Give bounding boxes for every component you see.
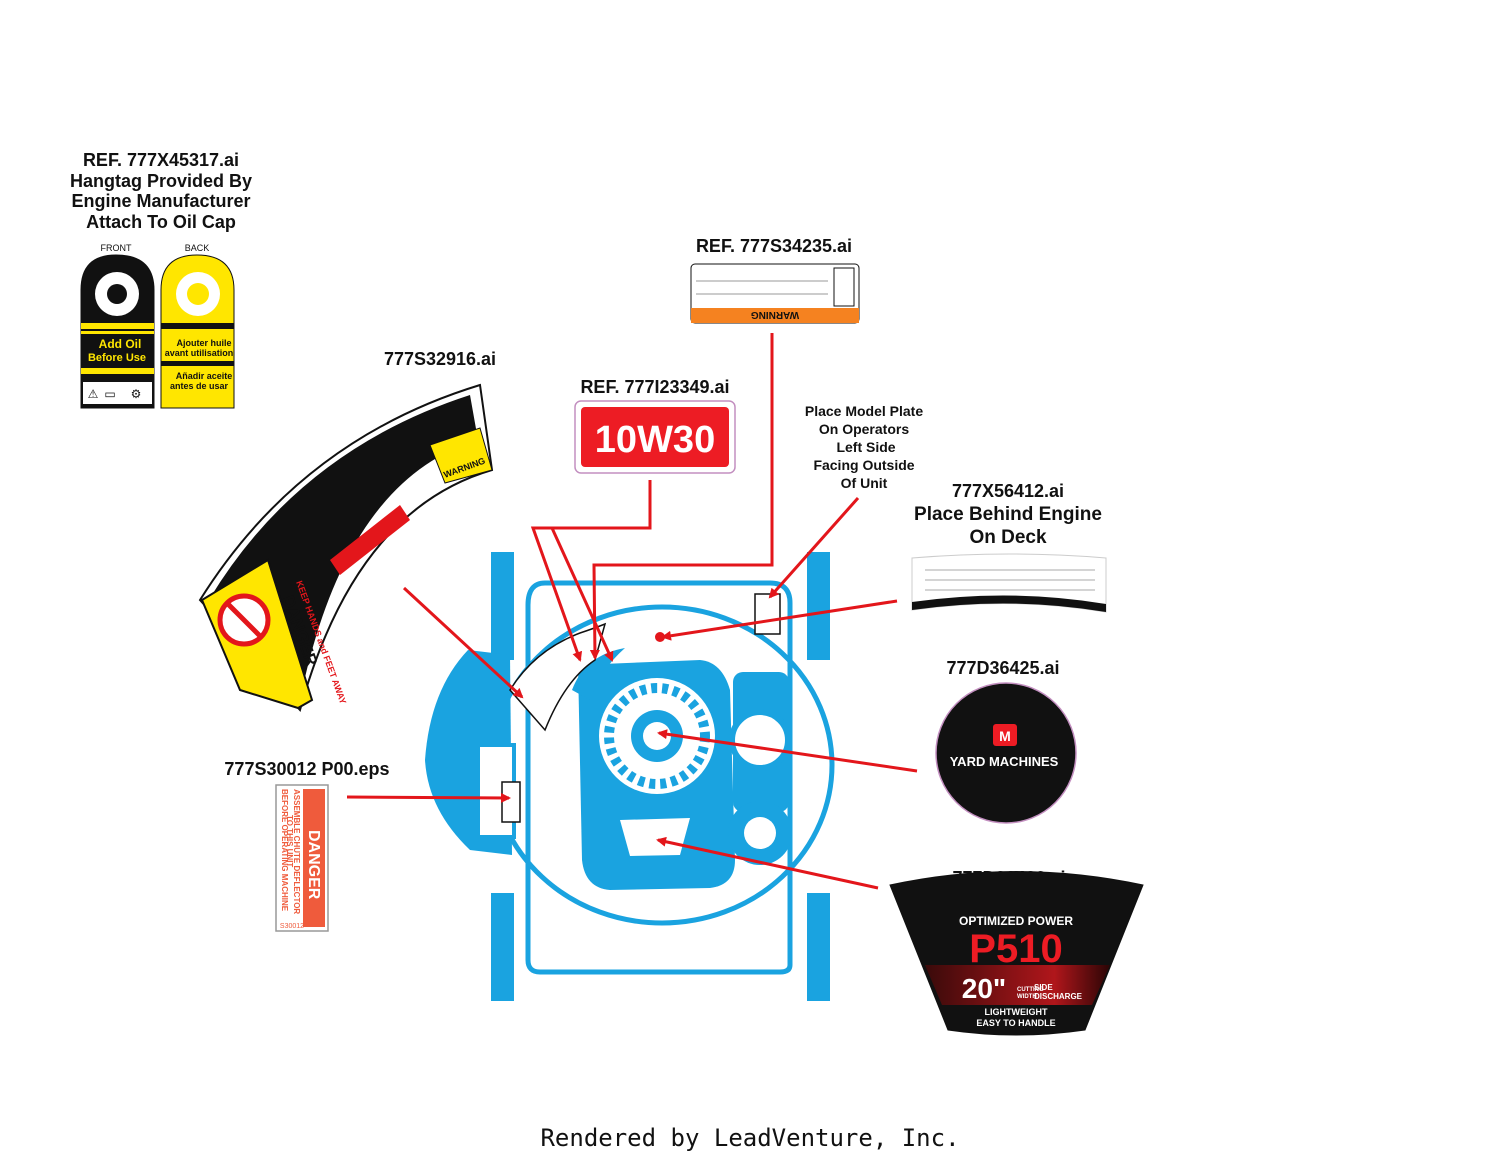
model-line2: On Operators — [819, 421, 909, 437]
hangtag-front-text2: Before Use — [88, 352, 146, 364]
arc-decal-group: 777S32916.ai DANGER KEEP HANDS and FEET … — [198, 349, 496, 713]
arrow-warning — [589, 333, 774, 660]
yardmachines-decal — [935, 682, 1077, 824]
warn-text: WARNING — [751, 309, 800, 320]
arrow-oil-cap — [530, 480, 652, 662]
hangtag-back-label: BACK — [185, 243, 210, 253]
mower-deck — [525, 580, 793, 975]
chute-decal-spot — [501, 781, 521, 823]
arrow-arc — [402, 586, 524, 699]
model-line5: Of Unit — [841, 475, 888, 491]
chute-ref: 777S30012 P00.eps — [224, 759, 389, 779]
p510-cut2: WIDTH — [1017, 994, 1037, 1000]
deck-dot — [655, 632, 665, 642]
chute-code: S30012 — [280, 923, 304, 930]
left-front-wheel — [491, 893, 514, 1001]
ym-ref: 777D36425.ai — [946, 658, 1059, 678]
arrow-p510 — [656, 836, 879, 890]
p510-group: 777D36423.ai OPTIMIZED POWER P510 20" CU… — [889, 868, 1144, 1036]
hangtag-group: REF. 777X45317.ai Hangtag Provided By En… — [70, 150, 252, 409]
ym-text: YARD MACHINES — [950, 754, 1059, 769]
book-icon: ▭ — [104, 387, 115, 401]
hangtag-line1: Hangtag Provided By — [70, 171, 252, 191]
hangtag-ref: REF. 777X45317.ai — [83, 150, 239, 170]
ym-logo-icon — [993, 724, 1017, 746]
muffler — [729, 709, 791, 771]
p510-light1: LIGHTWEIGHT — [985, 1007, 1048, 1017]
gear-icon: ⚙ — [131, 387, 142, 401]
arc-ref: 777S32916.ai — [384, 349, 496, 369]
arrow-model-plate — [768, 497, 860, 599]
deck-line1: Place Behind Engine — [914, 504, 1102, 525]
arrow-yardmachines — [657, 729, 918, 773]
oil-ref: REF. 777I23349.ai — [580, 377, 729, 397]
warn-ref: REF. 777S34235.ai — [696, 236, 852, 256]
p510-side2: DISCHARGE — [1034, 992, 1083, 1001]
arrow-chute — [346, 792, 511, 803]
model-line3: Left Side — [836, 439, 895, 455]
left-rear-wheel — [491, 552, 514, 660]
hangtag-back-text3: Añadir aceite — [176, 371, 233, 381]
chute-decal-group: 777S30012 P00.eps DANGER ASSEMBLE CHUTE … — [224, 759, 390, 932]
hangtag-front-label: FRONT — [101, 243, 132, 253]
hangtag-back-text2: avant utilisation — [165, 348, 234, 358]
right-rear-wheel — [807, 552, 830, 660]
right-front-wheel — [807, 893, 830, 1001]
deck-ref: 777X56412.ai — [952, 481, 1064, 501]
deck-line2: On Deck — [969, 527, 1047, 548]
hangtag-back-text1: Ajouter huile — [176, 338, 231, 348]
p510-cut1: CUTTING — [1017, 987, 1044, 993]
oil-decal-group: REF. 777I23349.ai 10W30 — [574, 377, 736, 474]
model-line1: Place Model Plate — [805, 403, 923, 419]
mower-outline — [425, 552, 835, 1001]
chute-danger-text: DANGER — [305, 830, 322, 900]
arrow-oil-cap-2 — [550, 527, 614, 662]
arrow-deck — [661, 599, 898, 641]
p510-size: 20" — [962, 973, 1006, 1004]
placement-arrows — [346, 333, 918, 890]
p510-model: P510 — [969, 927, 1062, 971]
hangtag-line3: Attach To Oil Cap — [86, 212, 236, 232]
oil-decal — [581, 407, 729, 467]
model-plate-group: Place Model Plate On Operators Left Side… — [805, 403, 923, 491]
chute-line2: TO THIS UNIT — [285, 815, 294, 867]
chute-line1: ASSEMBLE CHUTE DEFLECTOR — [292, 789, 301, 914]
model-plate-spot — [754, 593, 781, 635]
oil-text: 10W30 — [595, 419, 715, 461]
yardmachines-group: 777D36425.ai M YARD MACHINES — [935, 658, 1077, 824]
svg-text:M: M — [999, 728, 1011, 744]
p510-light2: EASY TO HANDLE — [976, 1018, 1055, 1028]
p510-side1: SIDE — [1034, 983, 1053, 992]
warning-icon: ⚠ — [88, 387, 99, 401]
footer-credit: Rendered by LeadVenture, Inc. — [540, 1124, 960, 1152]
hangtag-front-text1: Add Oil — [99, 337, 142, 351]
chute-line3: BEFORE OPERATING MACHINE — [280, 789, 289, 912]
model-line4: Facing Outside — [813, 457, 914, 473]
hangtag-back-text4: antes de usar — [170, 381, 229, 391]
deck-decal-group: 777X56412.ai Place Behind Engine On Deck — [911, 481, 1107, 613]
p510-opt: OPTIMIZED POWER — [959, 914, 1073, 928]
warning-decal-group: REF. 777S34235.ai WARNING — [690, 236, 860, 324]
hangtag-line2: Engine Manufacturer — [71, 191, 250, 211]
